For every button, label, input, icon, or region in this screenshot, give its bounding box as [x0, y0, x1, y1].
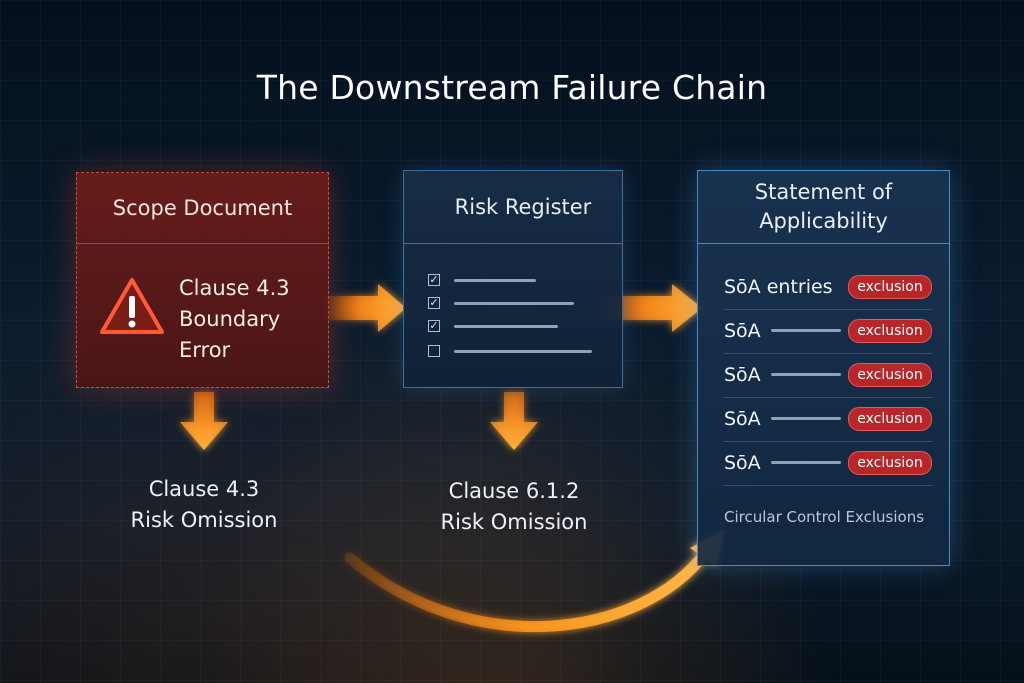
- risk-register-item: [428, 343, 592, 359]
- soa-row-line: [771, 417, 841, 420]
- soa-row: SōA exclusion: [724, 397, 932, 442]
- soa-row-label: SōA entries: [724, 276, 833, 298]
- curved-feedback-arrow: [344, 546, 712, 633]
- soa-row-line: [771, 329, 841, 332]
- scope-risk-omission: Clause 4.3 Risk Omission: [96, 474, 312, 536]
- soa-footer: Circular Control Exclusions: [724, 508, 925, 526]
- risk-item-line: [454, 324, 558, 328]
- soa-row-label: SōA: [724, 364, 761, 386]
- arrow-down-scope: [180, 392, 228, 450]
- risk-register-item: ✓: [428, 318, 558, 334]
- omission-line: Clause 4.3: [148, 477, 260, 501]
- soa-row: SōA exclusion: [724, 441, 932, 486]
- omission-line: Risk Omission: [440, 510, 588, 534]
- risk-register-header: Risk Register: [404, 171, 622, 244]
- risk-register-box: Risk Register ✓ ✓ ✓: [403, 170, 623, 388]
- exclusion-badge: exclusion: [848, 407, 932, 431]
- exclusion-badge: exclusion: [848, 319, 932, 343]
- scope-document-header: Scope Document: [77, 173, 328, 244]
- arrow-scope-to-risk: [322, 284, 406, 332]
- warning-triangle-icon: [100, 278, 164, 334]
- soa-header-line: Statement of: [754, 180, 893, 204]
- risk-register-item: ✓: [428, 272, 536, 288]
- scope-clause-line: Clause 4.3: [179, 276, 290, 300]
- arrow-down-risk: [490, 392, 538, 450]
- risk-register-item: ✓: [428, 295, 574, 311]
- soa-header-line: Applicability: [759, 209, 888, 233]
- risk-item-line: [454, 349, 592, 353]
- soa-row: SōA exclusion: [724, 309, 932, 354]
- statement-of-applicability-box: Statement of Applicability SōA entries e…: [697, 170, 950, 566]
- risk-item-line: [454, 278, 536, 282]
- soa-header: Statement of Applicability: [698, 171, 949, 244]
- soa-row: SōA entries exclusion: [724, 265, 932, 310]
- diagram-title: The Downstream Failure Chain: [256, 68, 768, 107]
- scope-clause-text: Clause 4.3 Boundary Error: [179, 273, 290, 366]
- soa-row-label: SōA: [724, 408, 761, 430]
- checkbox-empty-icon: [428, 345, 440, 357]
- scope-document-box: Scope Document Clause 4.3 Boundary Error: [76, 172, 329, 388]
- soa-row-label: SōA: [724, 320, 761, 342]
- exclusion-badge: exclusion: [848, 451, 932, 475]
- scope-clause-line: Error: [179, 338, 231, 362]
- exclusion-badge: exclusion: [848, 275, 932, 299]
- risk-item-line: [454, 301, 574, 305]
- soa-row-line: [771, 461, 841, 464]
- soa-row-label: SōA: [724, 452, 761, 474]
- soa-row-line: [771, 373, 841, 376]
- soa-row: SōA exclusion: [724, 353, 932, 398]
- exclusion-badge: exclusion: [848, 363, 932, 387]
- checkbox-icon: ✓: [428, 273, 440, 286]
- risk-register-omission: Clause 6.1.2 Risk Omission: [406, 476, 622, 538]
- scope-clause-line: Boundary: [179, 307, 281, 331]
- checkbox-icon: ✓: [428, 319, 440, 332]
- omission-line: Risk Omission: [130, 508, 278, 532]
- omission-line: Clause 6.1.2: [448, 479, 580, 503]
- checkbox-icon: ✓: [428, 296, 440, 309]
